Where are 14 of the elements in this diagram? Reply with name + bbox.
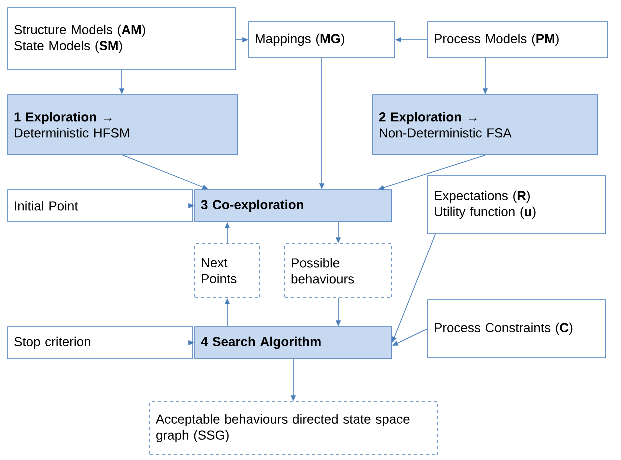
process-box: 3 Co-exploration [194,190,392,222]
input-box: Process Models (PM) [428,22,608,58]
process-box: 1 Exploration → Deterministic HFSM [8,94,238,156]
input-box: Expectations (R) Utility function (u) [428,176,606,234]
input-box: Mappings (MG) [248,22,396,58]
input-box: Structure Models (AM) State Models (SM) [8,8,236,70]
input-box: Initial Point [8,190,194,222]
process-box: 2 Exploration → Non-Deterministic FSA [372,94,598,156]
dashed-box: Possible behaviours [284,244,392,298]
process-box: 4 Search Algorithm [194,326,392,360]
input-box: Process Constraints (C) [428,300,606,358]
dashed-box: Acceptable behaviours directed state space graph (SSG) [150,402,438,456]
input-box: Stop criterion [8,326,194,360]
dashed-box: Next Points [194,244,260,298]
